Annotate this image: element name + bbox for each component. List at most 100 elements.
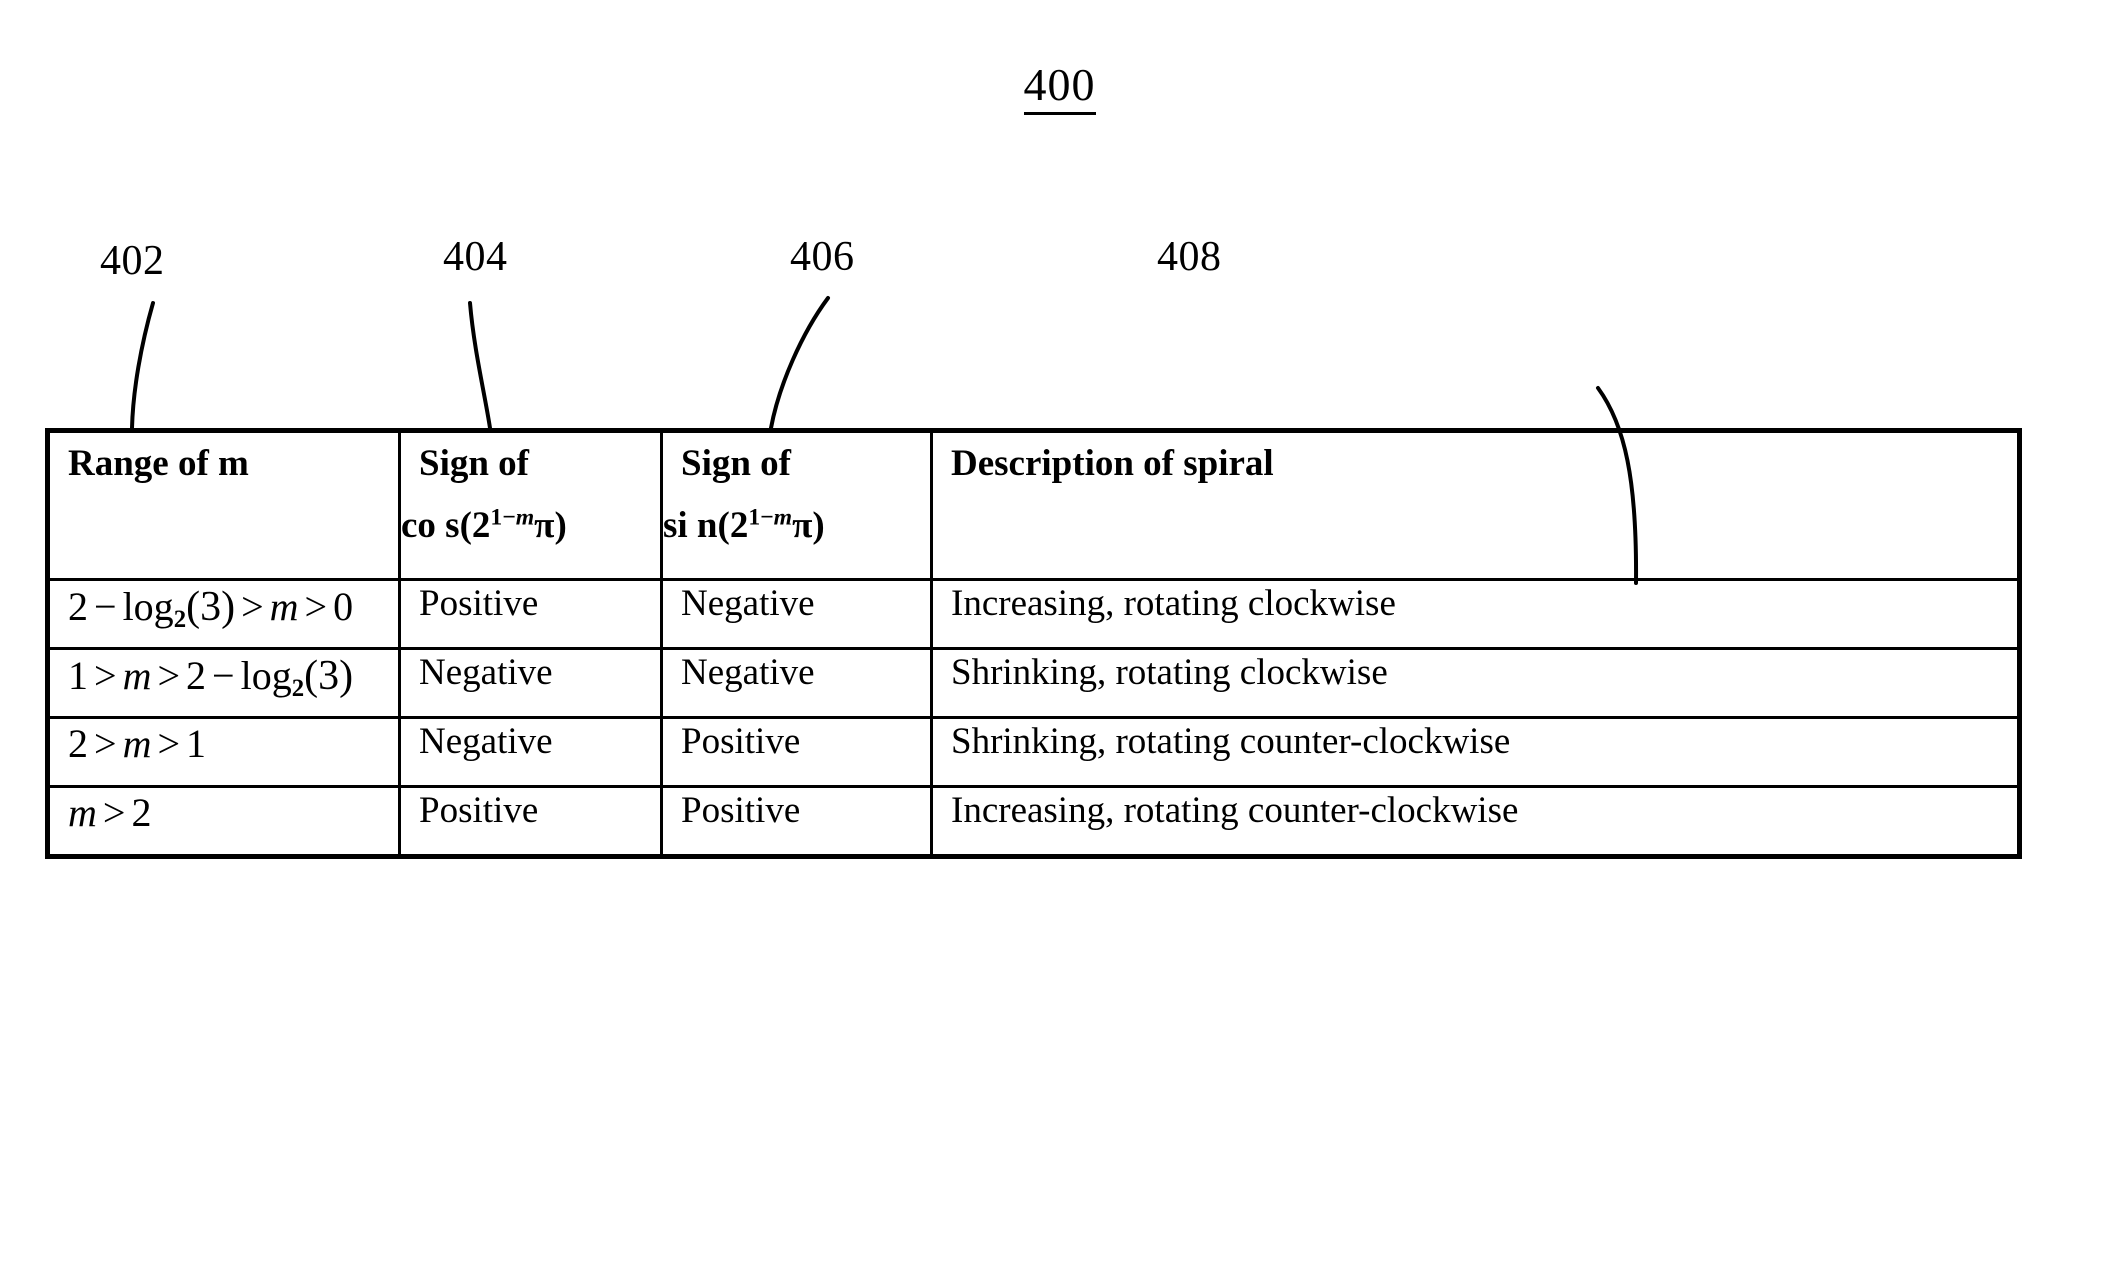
r2-rel2: >: [157, 653, 181, 698]
cell-description: Increasing, rotating counter-clockwise: [930, 785, 2021, 858]
figure-number-value: 400: [1023, 59, 1096, 115]
r1-rel2: >: [304, 584, 328, 629]
cell-sign-of-sin: Negative: [660, 578, 933, 650]
sign-sin-value: Negative: [681, 583, 815, 624]
cell-sign-of-cos: Positive: [398, 785, 663, 858]
sin-exp-b: m: [773, 504, 793, 531]
spiral-table-container: Range of m Sign of co s(21−mπ) Sign of s…: [45, 428, 2022, 859]
sign-cos-value: Positive: [419, 583, 539, 624]
r1-var: m: [269, 584, 299, 629]
r1-op1: −: [94, 584, 117, 629]
header-sign-of-sin-label: Sign of: [681, 443, 792, 484]
cell-description: Increasing, rotating clockwise: [930, 578, 2021, 650]
cell-sign-of-cos: Negative: [398, 716, 663, 788]
callout-label-406: 406: [790, 234, 855, 280]
r4-tail-num: 2: [131, 790, 152, 835]
r3-var: m: [122, 721, 152, 766]
r1-log-arg: (3): [186, 584, 236, 630]
cell-description: Shrinking, rotating counter-clockwise: [930, 716, 2021, 788]
sign-cos-value: Positive: [419, 790, 539, 831]
cell-sign-of-sin: Positive: [660, 716, 933, 788]
sin-exp-a: 1: [748, 504, 761, 531]
sin-exp-op: −: [760, 504, 774, 531]
cell-range-of-m: m>2: [46, 785, 401, 858]
r1-tail-num: 0: [333, 584, 354, 629]
range-expression-row2: 1>m>2−log2(3): [50, 650, 398, 710]
r1-log: log: [122, 584, 174, 629]
cos-prefix: co s(: [401, 505, 472, 546]
cell-sign-of-cos: Negative: [398, 647, 663, 719]
r2-log-arg: (3): [304, 653, 354, 699]
sin-base: 2: [729, 505, 749, 546]
sign-sin-value: Positive: [681, 790, 801, 831]
r4-var: m: [68, 790, 97, 835]
cell-range-of-m: 2>m>1: [46, 716, 401, 788]
header-sign-of-cos-label: Sign of: [419, 443, 530, 484]
r3-lead-num: 2: [68, 721, 88, 766]
sin-pi: π: [792, 505, 813, 546]
cos-pi: π: [534, 505, 555, 546]
sin-exponent: 1−m: [748, 505, 792, 531]
range-expression-row4: m>2: [50, 788, 398, 842]
header-sign-of-sin-formula: si n(21−mπ): [663, 504, 930, 547]
table-row: 1>m>2−log2(3) Negative Negative Shrinkin…: [46, 647, 2021, 719]
header-description-of-spiral-label: Description of spiral: [951, 443, 1274, 484]
sign-sin-value: Positive: [681, 721, 801, 762]
cell-range-of-m: 2−log2(3)>m>0: [46, 578, 401, 650]
cos-exp-a: 1: [490, 504, 503, 531]
r2-var: m: [122, 653, 152, 698]
cos-exp-op: −: [502, 504, 516, 531]
range-expression-row3: 2>m>1: [50, 719, 398, 773]
r2-log-sub: 2: [291, 674, 305, 702]
r4-rel2: >: [102, 790, 126, 835]
cell-sign-of-sin: Positive: [660, 785, 933, 858]
sign-cos-value: Negative: [419, 652, 553, 693]
description-value: Increasing, rotating clockwise: [951, 583, 1396, 624]
sin-prefix: si n(: [663, 505, 730, 546]
cell-description: Shrinking, rotating clockwise: [930, 647, 2021, 719]
r3-rel2: >: [157, 721, 181, 766]
column-description-of-spiral: Description of spiral: [930, 429, 2021, 581]
leader-line-402: [130, 301, 155, 430]
r3-tail-num: 1: [186, 721, 207, 766]
r2-tail-num: 2: [186, 653, 207, 698]
r2-log: log: [240, 653, 292, 698]
table-row: 2−log2(3)>m>0 Positive Negative Increasi…: [46, 578, 2021, 650]
column-sign-of-cos: Sign of co s(21−mπ): [398, 429, 663, 581]
table-row: m>2 Positive Positive Increasing, rotati…: [46, 785, 2021, 858]
range-expression-row1: 2−log2(3)>m>0: [50, 581, 398, 641]
cos-base: 2: [471, 505, 491, 546]
table-header-row: Range of m Sign of co s(21−mπ) Sign of s…: [46, 429, 2021, 581]
sin-suffix: ): [812, 505, 825, 546]
callout-label-404: 404: [443, 234, 508, 280]
leader-line-404: [468, 301, 492, 430]
callout-label-408: 408: [1157, 234, 1222, 280]
cos-suffix: ): [554, 505, 567, 546]
r3-rel1: >: [94, 721, 117, 766]
r1-lead-num: 2: [68, 584, 88, 629]
cell-sign-of-sin: Negative: [660, 647, 933, 719]
callout-label-402: 402: [100, 238, 165, 284]
table-row: 2>m>1 Negative Positive Shrinking, rotat…: [46, 716, 2021, 788]
column-sign-of-sin: Sign of si n(21−mπ): [660, 429, 933, 581]
column-range-of-m: Range of m: [46, 429, 401, 581]
cos-exp-b: m: [515, 504, 535, 531]
cos-exponent: 1−m: [490, 505, 534, 531]
leader-line-406: [769, 296, 830, 430]
r1-log-sub: 2: [173, 605, 187, 633]
cell-range-of-m: 1>m>2−log2(3): [46, 647, 401, 719]
r2-op1: −: [212, 653, 235, 698]
spiral-table: Range of m Sign of co s(21−mπ) Sign of s…: [45, 428, 2022, 859]
r2-rel1: >: [94, 653, 117, 698]
cell-sign-of-cos: Positive: [398, 578, 663, 650]
description-value: Shrinking, rotating clockwise: [951, 652, 1388, 693]
sign-sin-value: Negative: [681, 652, 815, 693]
description-value: Increasing, rotating counter-clockwise: [951, 790, 1519, 831]
header-range-of-m-label: Range of m: [68, 443, 249, 484]
r1-rel1: >: [241, 584, 264, 629]
r2-lead-num: 1: [68, 653, 88, 698]
description-value: Shrinking, rotating counter-clockwise: [951, 721, 1511, 762]
figure-number: 400: [0, 59, 2119, 115]
sign-cos-value: Negative: [419, 721, 553, 762]
header-sign-of-cos-formula: co s(21−mπ): [401, 504, 660, 547]
